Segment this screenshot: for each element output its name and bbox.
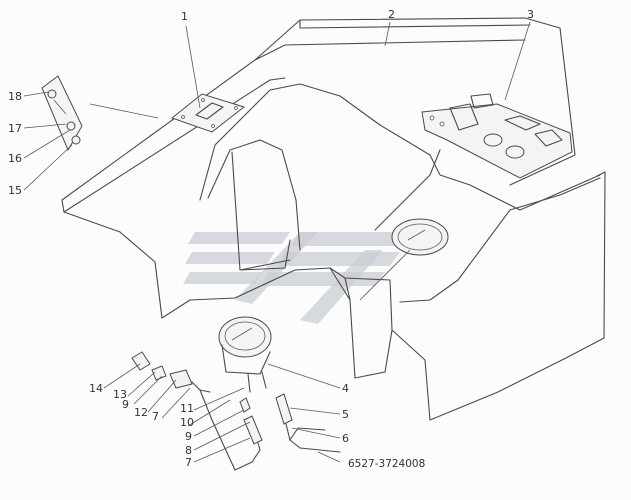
watermark-logo: [183, 232, 420, 324]
switch-panel: [421, 93, 573, 179]
callout-2: 2: [388, 8, 395, 21]
callout-7b: 7: [185, 456, 192, 469]
callout-11: 11: [180, 402, 194, 415]
callout-4: 4: [342, 382, 349, 395]
callout-10: 10: [180, 416, 194, 429]
indicator-plate: [41, 75, 83, 152]
callout-15: 15: [8, 184, 22, 197]
callout-18: 18: [8, 90, 22, 103]
callout-8: 8: [185, 444, 192, 457]
sensor-harness: [131, 351, 341, 471]
part-number-label: 6527-3724008: [348, 458, 425, 470]
callout-6: 6: [342, 432, 349, 445]
console-housing: [61, 17, 606, 421]
cover-plate: [170, 93, 246, 133]
callout-7a: 7: [152, 410, 159, 423]
callout-9a: 9: [122, 398, 129, 411]
gauge: [218, 316, 272, 393]
callout-labels: 1 2 3 4 5 6 7 7 8 9 9 10 11 12 13 14 15 …: [8, 8, 534, 470]
callout-5: 5: [342, 408, 349, 421]
callout-3: 3: [527, 8, 534, 21]
callout-1: 1: [181, 10, 188, 23]
leader-lines: [23, 21, 531, 463]
callout-9b: 9: [185, 430, 192, 443]
callout-13: 13: [113, 388, 127, 401]
installed-gauge: [391, 218, 449, 256]
callout-16: 16: [8, 152, 22, 165]
callout-14: 14: [89, 382, 103, 395]
callout-12: 12: [134, 406, 148, 419]
callout-17: 17: [8, 122, 22, 135]
